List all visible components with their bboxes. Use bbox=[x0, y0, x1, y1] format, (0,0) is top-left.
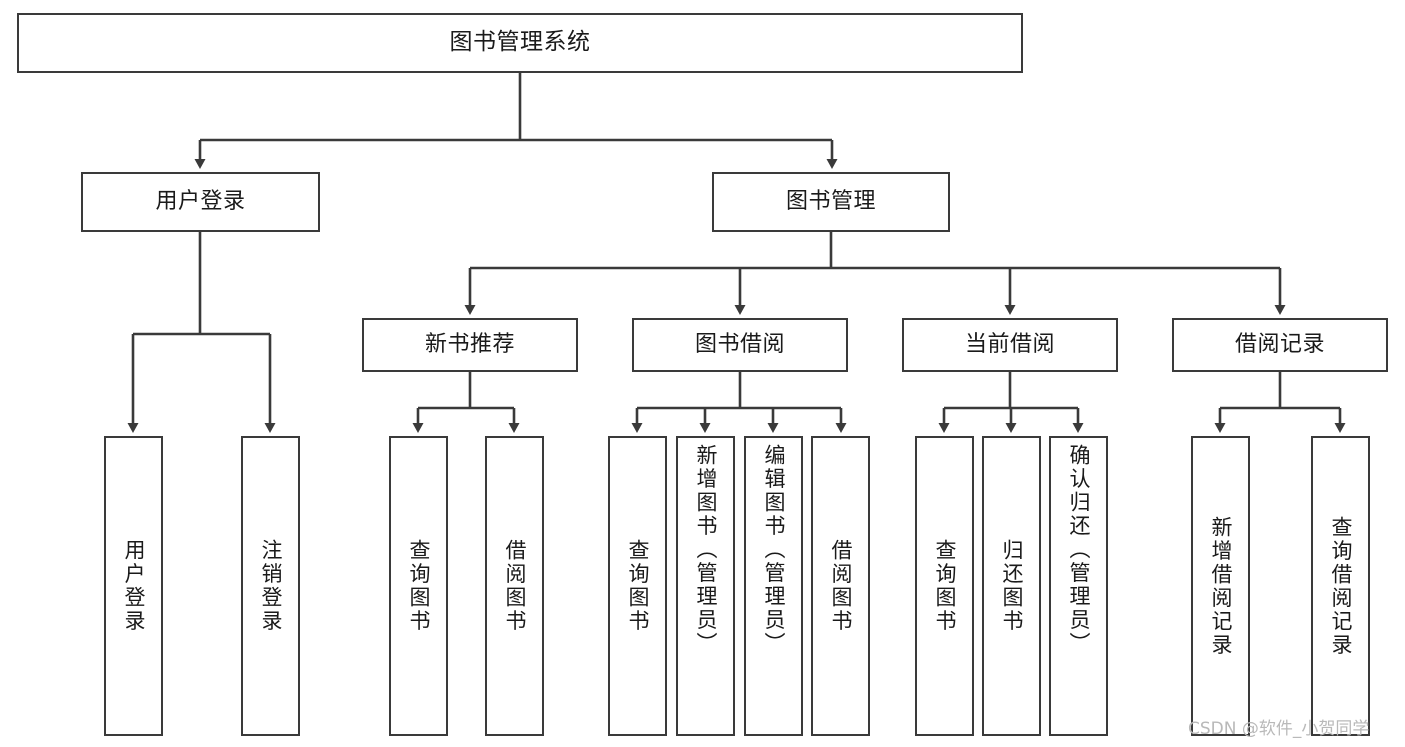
node-borrow-records-label: 借阅记录 bbox=[1234, 332, 1325, 358]
node-leaf-query-record[interactable]: 查询借阅记录 bbox=[1311, 436, 1370, 736]
node-leaf-query-book-recommend-label: 查询图书 bbox=[407, 539, 431, 633]
node-leaf-user-login-label: 用户登录 bbox=[122, 539, 146, 633]
node-leaf-confirm-return-label: 确认归还（管理员） bbox=[1067, 444, 1091, 656]
node-leaf-query-record-label: 查询借阅记录 bbox=[1329, 515, 1353, 657]
node-leaf-add-book-label: 新增图书（管理员） bbox=[694, 444, 718, 656]
node-leaf-query-book[interactable]: 查询图书 bbox=[608, 436, 667, 736]
node-new-book-recommend[interactable]: 新书推荐 bbox=[362, 318, 578, 372]
node-leaf-add-book[interactable]: 新增图书（管理员） bbox=[676, 436, 735, 736]
node-leaf-return-book[interactable]: 归还图书 bbox=[982, 436, 1041, 736]
node-current-borrow[interactable]: 当前借阅 bbox=[902, 318, 1118, 372]
node-book-borrow-label: 图书借阅 bbox=[694, 332, 785, 358]
node-user-login[interactable]: 用户登录 bbox=[81, 172, 320, 232]
node-root-label: 图书管理系统 bbox=[449, 29, 591, 56]
node-leaf-borrow-book-recommend-label: 借阅图书 bbox=[503, 539, 527, 633]
node-leaf-query-book-current[interactable]: 查询图书 bbox=[915, 436, 974, 736]
node-leaf-query-book-label: 查询图书 bbox=[626, 539, 650, 633]
node-book-borrow[interactable]: 图书借阅 bbox=[632, 318, 848, 372]
node-leaf-add-record-label: 新增借阅记录 bbox=[1209, 515, 1233, 657]
node-leaf-edit-book[interactable]: 编辑图书（管理员） bbox=[744, 436, 803, 736]
node-root[interactable]: 图书管理系统 bbox=[17, 13, 1023, 73]
node-leaf-query-book-recommend[interactable]: 查询图书 bbox=[389, 436, 448, 736]
node-leaf-logout[interactable]: 注销登录 bbox=[241, 436, 300, 736]
node-leaf-user-login[interactable]: 用户登录 bbox=[104, 436, 163, 736]
node-leaf-edit-book-label: 编辑图书（管理员） bbox=[762, 444, 786, 656]
node-user-login-label: 用户登录 bbox=[155, 189, 246, 215]
node-book-management-label: 图书管理 bbox=[785, 189, 876, 215]
node-leaf-add-record[interactable]: 新增借阅记录 bbox=[1191, 436, 1250, 736]
node-current-borrow-label: 当前借阅 bbox=[964, 332, 1055, 358]
node-leaf-return-book-label: 归还图书 bbox=[1000, 539, 1024, 633]
node-leaf-borrow-book[interactable]: 借阅图书 bbox=[811, 436, 870, 736]
node-new-book-recommend-label: 新书推荐 bbox=[424, 332, 515, 358]
node-leaf-borrow-book-recommend[interactable]: 借阅图书 bbox=[485, 436, 544, 736]
node-leaf-borrow-book-label: 借阅图书 bbox=[829, 539, 853, 633]
node-borrow-records[interactable]: 借阅记录 bbox=[1172, 318, 1388, 372]
node-leaf-confirm-return[interactable]: 确认归还（管理员） bbox=[1049, 436, 1108, 736]
watermark-label: CSDN @软件_小贺同学 bbox=[1188, 719, 1370, 739]
node-book-management[interactable]: 图书管理 bbox=[712, 172, 950, 232]
node-leaf-query-book-current-label: 查询图书 bbox=[933, 539, 957, 633]
node-leaf-logout-label: 注销登录 bbox=[259, 539, 283, 633]
